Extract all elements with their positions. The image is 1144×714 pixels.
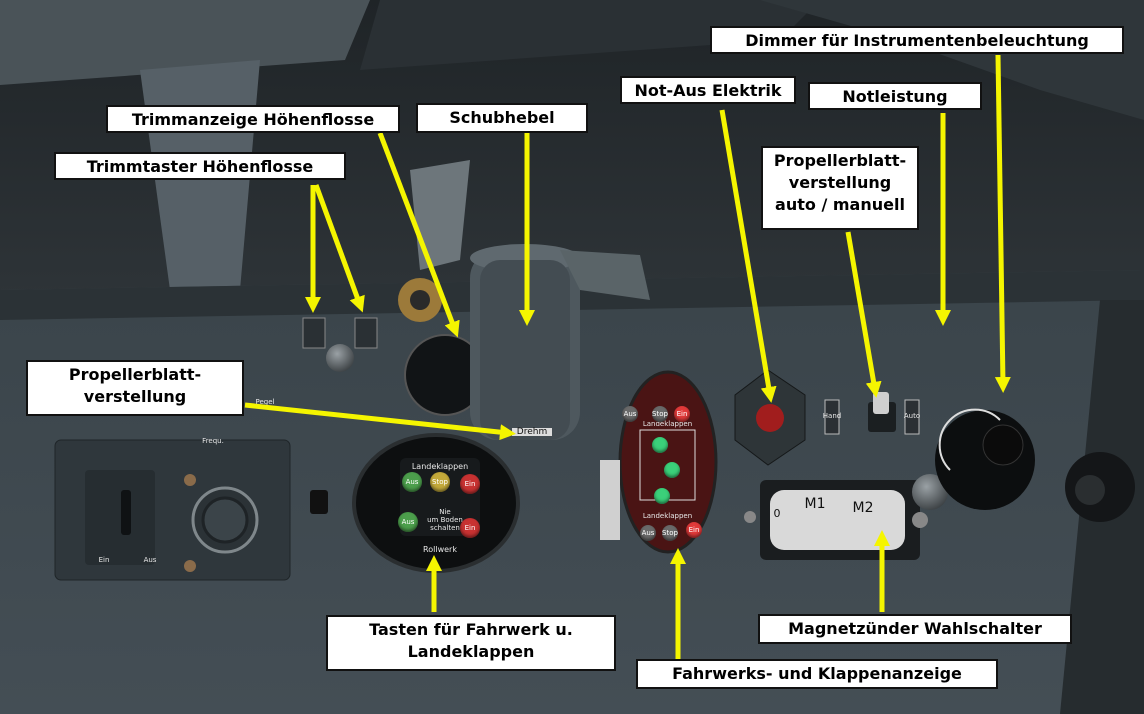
- arrow-trimmtaster-2: [313, 184, 365, 313]
- callout-trimmanzeige: Trimmanzeige Höhenflosse: [106, 105, 400, 133]
- flaps-aus-button[interactable]: Aus: [402, 472, 422, 492]
- callout-notleistung: Notleistung: [808, 82, 982, 110]
- throttle-knob-label: Drehm: [512, 428, 552, 437]
- gear-aus-button[interactable]: Aus: [398, 512, 418, 532]
- rollwerk-label: Rollwerk: [423, 545, 457, 554]
- arrow-prop-auto: [845, 231, 882, 398]
- indicator-lamp-green-3: [654, 488, 670, 504]
- callout-dimmer: Dimmer für Instrumentenbeleuchtung: [710, 26, 1124, 54]
- flaps-ein-button[interactable]: Ein: [460, 474, 480, 494]
- indicator-lamp-aus-top: Aus: [622, 406, 638, 422]
- indicator-lamp-green-1: [652, 437, 668, 453]
- ein-small-label: Ein: [98, 556, 110, 564]
- indicator-landeklappen-label: Landeklappen: [642, 420, 693, 428]
- callout-prop-auto: Propellerblatt- verstellung auto / manue…: [761, 146, 919, 230]
- callout-prop: Propellerblatt- verstellung: [26, 360, 244, 416]
- indicator-lamp-stop-top: Stop: [652, 406, 668, 422]
- arrow-trimmanzeige: [377, 132, 460, 338]
- indicator-landeklappen-label-2: Landeklappen: [642, 512, 693, 520]
- pegel-label: Pegel: [255, 398, 275, 406]
- callout-fahrwerk-anzeige: Fahrwerks- und Klappenanzeige: [636, 659, 998, 689]
- callout-schubhebel: Schubhebel: [416, 103, 588, 133]
- callout-not-aus: Not-Aus Elektrik: [620, 76, 796, 104]
- nie-schalten-label: Nie um Boden schalten: [427, 508, 463, 532]
- indicator-lamp-ein-bottom: Ein: [686, 522, 702, 538]
- indicator-lamp-green-2: [664, 462, 680, 478]
- callout-tasten: Tasten für Fahrwerk u. Landeklappen: [326, 615, 616, 671]
- landeklappen-label: Landeklappen: [411, 462, 469, 471]
- gear-ein-button[interactable]: Ein: [460, 518, 480, 538]
- magneto-m2-label: M2: [852, 500, 874, 516]
- prop-hand-label: Hand: [822, 412, 842, 420]
- frequ-label: Frequ.: [202, 437, 224, 445]
- arrow-dimmer: [994, 54, 1011, 393]
- arrow-prop: [244, 402, 516, 441]
- aus-small-label: Aus: [143, 556, 157, 564]
- magneto-zero-label: 0: [773, 507, 781, 520]
- callout-trimmtaster: Trimmtaster Höhenflosse: [54, 152, 346, 180]
- arrow-not-aus: [719, 109, 777, 403]
- flaps-stop-button[interactable]: Stop: [430, 472, 450, 492]
- callout-magnet: Magnetzünder Wahlschalter: [758, 614, 1072, 644]
- magneto-m1-label: M1: [804, 496, 826, 512]
- indicator-lamp-ein-top: Ein: [674, 406, 690, 422]
- indicator-lamp-aus-bottom: Aus: [640, 525, 656, 541]
- indicator-lamp-stop-bottom: Stop: [662, 525, 678, 541]
- prop-auto-label: Auto: [903, 412, 921, 420]
